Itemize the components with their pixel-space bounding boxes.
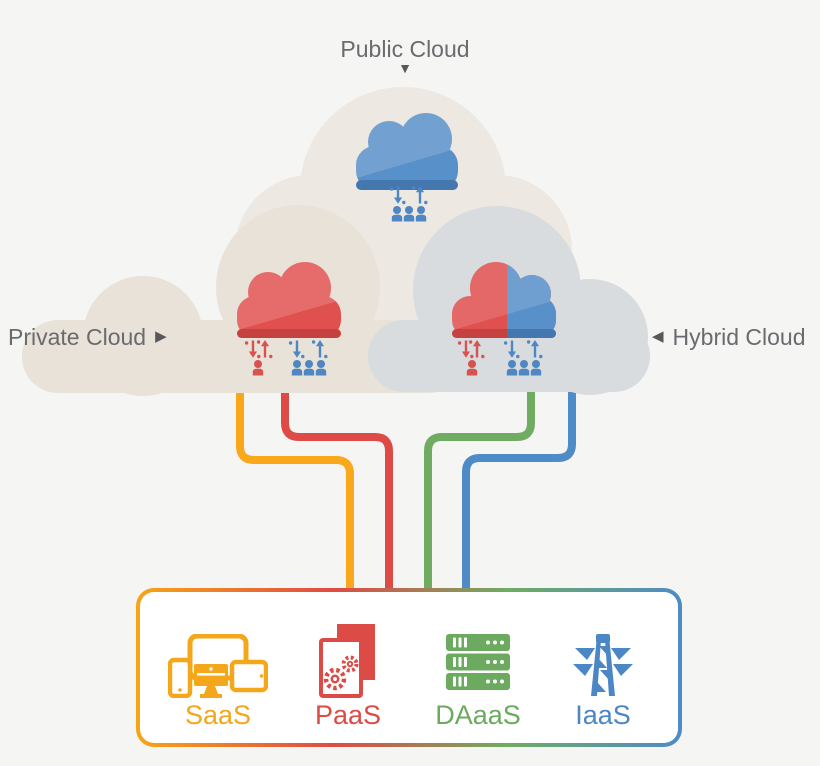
private-cloud-label: Private Cloud xyxy=(8,324,147,350)
power-grid-tower-icon xyxy=(573,634,633,696)
paas-connector-line xyxy=(281,372,393,592)
triangle-right-icon: ▶ xyxy=(155,328,167,345)
triangle-left-icon: ◀ xyxy=(652,328,664,345)
service-iaas: IaaS xyxy=(538,622,668,730)
services-panel-inner: SaaS PaaS xyxy=(140,592,678,743)
saas-label: SaaS xyxy=(184,700,252,730)
daaas-icon-wrap xyxy=(413,622,543,698)
app-gears-icon xyxy=(319,624,375,698)
hybrid-cloud-label: Hybrid Cloud xyxy=(672,324,806,350)
paas-icon-wrap xyxy=(283,622,413,698)
private-cloud-icon xyxy=(237,262,341,338)
iaas-connector-line xyxy=(462,372,576,592)
connector-lines xyxy=(236,372,576,592)
saas-connector-line xyxy=(236,372,354,592)
saas-icon-wrap xyxy=(153,622,283,698)
iaas-label: IaaS xyxy=(575,700,631,730)
iaas-icon-wrap xyxy=(538,622,668,698)
service-paas: PaaS xyxy=(283,622,413,730)
private-cloud-callout: Private Cloud ▶ xyxy=(8,324,167,350)
paas-label: PaaS xyxy=(314,700,382,730)
service-saas: SaaS xyxy=(153,622,283,730)
server-stack-icon xyxy=(446,634,510,690)
hybrid-cloud-callout: ◀ Hybrid Cloud xyxy=(652,324,806,350)
daaas-label: DAaaS xyxy=(435,700,521,730)
daaas-connector-line xyxy=(424,372,535,592)
triangle-down-icon: ▼ xyxy=(398,60,412,76)
service-daaas: DAaaS xyxy=(413,622,543,730)
services-panel: SaaS PaaS xyxy=(136,588,682,747)
public-cloud-icon xyxy=(356,113,458,190)
public-cloud-label: Public Cloud xyxy=(340,36,470,62)
devices-icon xyxy=(168,634,268,698)
